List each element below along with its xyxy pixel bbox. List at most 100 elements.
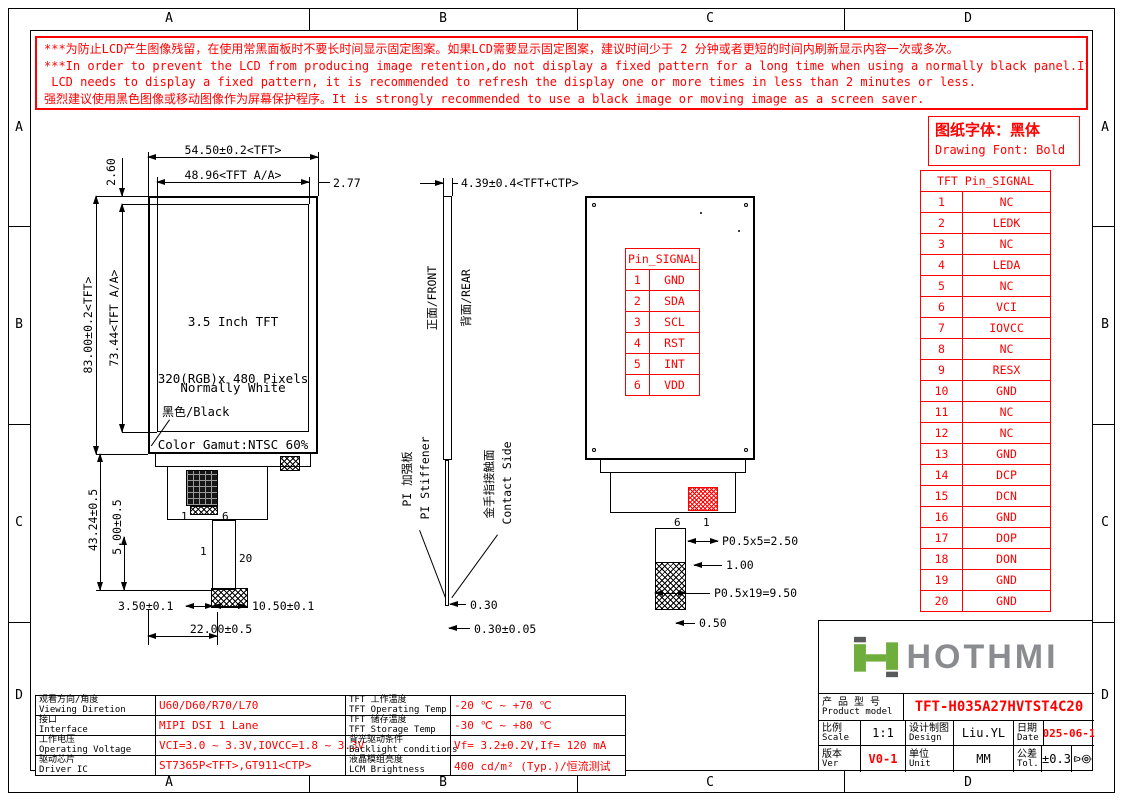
ctp-pin-number: 1 <box>625 269 650 291</box>
spec-label2-zh: TFT 储存温度 <box>349 715 407 725</box>
tft-pin-row: 11 NC <box>920 401 1051 423</box>
tft-pin-row: 5 NC <box>920 275 1051 297</box>
spec-label2-zh: TFT 工作温度 <box>349 695 407 705</box>
dim-line <box>147 633 218 639</box>
unit-label-en: Unit <box>909 758 931 769</box>
zone-label-bottom-b: B <box>439 775 447 790</box>
spec-row: 驱动芯片 Driver IC ST7365P<TFT>,GT911<CTP> 液… <box>35 755 626 776</box>
tft-pin-signal: LEDK <box>962 212 1051 234</box>
dim-line <box>185 603 214 609</box>
zone-tick <box>1093 226 1115 227</box>
dim-fpc-height: 43.24±0.5 <box>86 488 100 552</box>
spec-value: ST7365P<TFT>,GT911<CTP> <box>155 755 346 776</box>
zone-tick <box>8 424 30 425</box>
warning-line-2: ***In order to prevent the LCD from prod… <box>44 58 1088 73</box>
zone-label-right-a: A <box>1101 120 1109 135</box>
rear-ctp-contact <box>688 487 718 511</box>
tft-pin-signal: NC <box>962 233 1051 255</box>
tft-contact-connector <box>211 588 248 608</box>
tft-pin-signal: NC <box>962 338 1051 360</box>
spec-value: MIPI DSI 1 Lane <box>155 715 346 736</box>
dim-pitch5: P0.5x5=2.50 <box>722 534 799 548</box>
spec-label: 工作电压 Operating Voltage <box>35 735 156 756</box>
date-value: 2025-06-10 <box>1044 721 1094 746</box>
spec-table: 观看方向/角度 Viewing Diretion U60/D60/R70/L70… <box>35 695 626 776</box>
spec-label2-en: TFT Storage Temp <box>349 724 436 735</box>
ctp-pin-signal: RST <box>648 332 701 354</box>
date-label-zh: 日期 <box>1017 722 1037 734</box>
tft-pin-number: 2 <box>920 212 963 234</box>
dim-width-aa: 48.96<TFT A/A> <box>184 168 282 182</box>
spec-label-zh: 工作电压 <box>39 735 76 745</box>
ctp-pin-signal: SCL <box>648 311 701 333</box>
drawing-font-en: Drawing Font: Bold <box>935 143 1066 157</box>
spec-label2-en: TFT Operating Temp <box>349 704 447 715</box>
outer-frame <box>8 8 1115 793</box>
date-label: 日期 Date <box>1014 721 1044 746</box>
tft-pin-row: 19 GND <box>920 569 1051 591</box>
tft-pin-number: 12 <box>920 422 963 444</box>
drawing-font-box: 图纸字体：黑体 Drawing Font: Bold <box>928 116 1080 166</box>
dim-fpc-tol: 0.30±0.05 <box>474 622 537 636</box>
ctp-pin-signal: SDA <box>648 290 701 312</box>
dim-line <box>97 453 103 591</box>
drawing-font-zh: 图纸字体：黑体 <box>935 121 1041 139</box>
tolerance-label-en: Tol. <box>1017 758 1039 769</box>
dim-gap: 1.00 <box>726 558 754 572</box>
tft-pin-signal: GND <box>962 590 1051 612</box>
spec-label2-en: Backlight conditions <box>349 744 458 755</box>
ext-line <box>452 178 453 196</box>
product-model-label: 产 品 型 号 Product model <box>819 694 904 721</box>
spec-row: 接口 Interface MIPI DSI 1 Lane TFT 储存温度 TF… <box>35 715 626 736</box>
rear-contact-connector <box>655 562 686 610</box>
tft-pin-row: 4 LEDA <box>920 254 1051 276</box>
spec-label-2: 背光驱动条件 Backlight conditions <box>345 735 458 756</box>
ext-line <box>217 612 218 645</box>
ctp-pin-table: Pin_SIGNAL 1 GND 2 SDA 3 <box>624 248 701 396</box>
spec-label-2: TFT 工作温度 TFT Operating Temp <box>345 695 451 716</box>
ext-line <box>318 152 319 196</box>
dim-line <box>318 182 330 183</box>
dim-line <box>119 203 125 433</box>
spec-row: 观看方向/角度 Viewing Diretion U60/D60/R70/L70… <box>35 695 626 716</box>
dim-offset-right: 2.77 <box>333 176 361 190</box>
dim-line <box>448 625 470 631</box>
ctp-pin-signal: GND <box>648 269 701 291</box>
dim-line <box>687 538 719 544</box>
design-value: Liu.YL <box>954 721 1014 746</box>
tft-pin-number: 5 <box>920 275 963 297</box>
contact-label-zh: 金手指接触面 <box>482 449 496 519</box>
tft-pin-table: TFT Pin_SIGNAL 1 NC 2 LEDK 3 NC <box>920 170 1051 612</box>
tft-pin-signal: DON <box>962 548 1051 570</box>
ext-line <box>443 178 444 196</box>
spec-label-zh: 接口 <box>39 715 58 725</box>
zone-tick <box>8 622 30 623</box>
ctp-pin-table-title: Pin_SIGNAL <box>624 248 701 270</box>
tft-pin-signal: GND <box>962 506 1051 528</box>
ctp-pin-number: 2 <box>625 290 650 312</box>
ctp-pin-number: 6 <box>625 374 650 396</box>
tft-pin-signal: NC <box>962 275 1051 297</box>
touch-controller-chip <box>186 470 218 506</box>
tft-pin-number: 19 <box>920 569 963 591</box>
fpc-tail-outline <box>212 520 236 590</box>
spec-label2-zh: 液晶模组亮度 <box>349 755 404 765</box>
product-model-label-zh: 产 品 型 号 <box>822 696 881 708</box>
zone-label-bottom-c: C <box>706 775 714 790</box>
alignment-dot <box>738 230 740 232</box>
ctp-pin-number: 3 <box>625 311 650 333</box>
dim-line <box>654 590 687 596</box>
zone-label-top-c: C <box>706 11 714 26</box>
zone-tick <box>1093 622 1115 623</box>
tft-pin-signal: DOP <box>962 527 1051 549</box>
tft-pin-row: 1 NC <box>920 191 1051 213</box>
brand-name: HOTHMI <box>906 637 1059 676</box>
zone-label-bottom-a: A <box>165 775 173 790</box>
ext-line <box>148 152 149 196</box>
design-label: 设计制图 Design <box>906 721 954 746</box>
dim-line <box>119 158 125 197</box>
dim-line <box>449 601 466 607</box>
zone-tick <box>1093 424 1115 425</box>
warning-line-4: 强烈建议使用黑色图像或移动图像作为屏幕保护程序。It is strongly r… <box>44 91 925 106</box>
ctp-pin-row: 5 INT <box>625 353 701 375</box>
